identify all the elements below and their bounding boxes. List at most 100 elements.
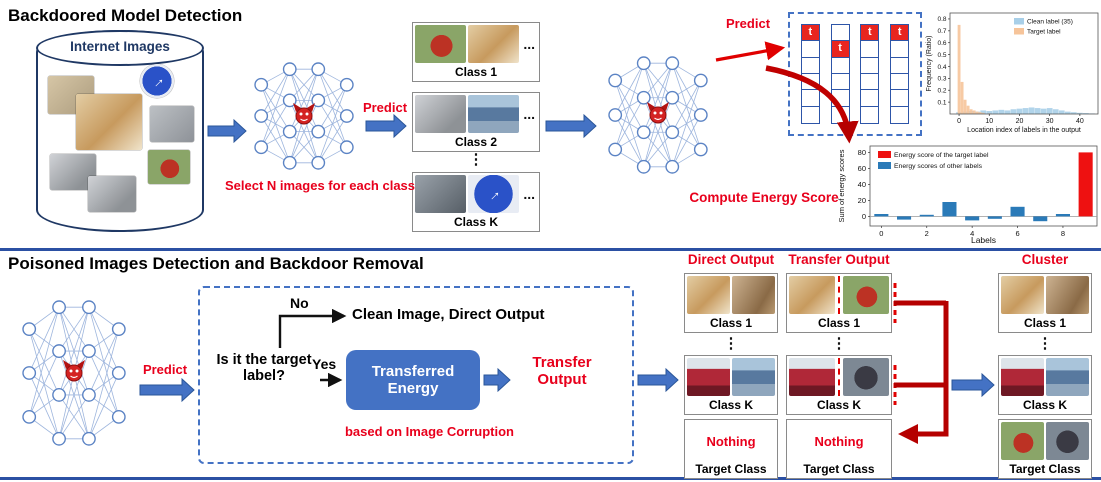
target-label-cell: t [861, 25, 879, 42]
dog-image [76, 94, 142, 150]
temple-image [1046, 358, 1089, 396]
transfer-class-k-thumbs [789, 358, 889, 396]
label-cell [891, 74, 909, 91]
corruption-divider [838, 276, 840, 314]
dog2-image [732, 276, 775, 314]
vertical-ellipsis-transfer: ⋮ [831, 335, 847, 352]
ship-image [687, 358, 730, 396]
svg-text:Sum of energy scores: Sum of energy scores [837, 149, 846, 222]
flow-arrow-transfer-to-cluster [951, 372, 995, 398]
direct-class-1-label: Class 1 [709, 316, 753, 330]
section-divider [0, 248, 1101, 251]
vertical-ellipsis-top: ⋮ [468, 151, 484, 168]
transfer-class-1-box: Class 1 [786, 273, 892, 333]
label-cell [801, 58, 819, 74]
svg-text:Energy scores of other labels: Energy scores of other labels [894, 163, 983, 170]
internet-images-cylinder: Internet Images [36, 30, 204, 232]
transfer-nothing-label: Nothing [814, 433, 864, 449]
cluster-class-k-images [999, 356, 1091, 398]
direct-class-k-images [685, 356, 777, 398]
cluster-class-1-thumbs [1001, 276, 1089, 314]
clean-image-direct-output-label: Clean Image, Direct Output [352, 306, 545, 323]
target-label-question: Is it the target label? [216, 352, 312, 384]
label-cell [831, 74, 849, 91]
cluster-class-k-box: Class K [998, 355, 1092, 415]
transfer-bracket-arrow [898, 301, 949, 444]
svg-text:0.3: 0.3 [937, 76, 946, 83]
svg-text:10: 10 [985, 118, 993, 125]
predict-arrow-red [715, 41, 786, 62]
cluster-header: Cluster [1021, 252, 1069, 267]
sign-image [468, 175, 520, 213]
direct-class-k-box: Class K [684, 355, 778, 415]
label-cell [832, 107, 849, 123]
transfer-class-1-label: Class 1 [817, 316, 861, 330]
target-label-cell: t [801, 25, 819, 42]
backdoor-devil-icon [63, 360, 85, 382]
cylinder-label: Internet Images [70, 39, 170, 54]
svg-text:40: 40 [1076, 118, 1084, 125]
backdoored-model-nn-1 [254, 62, 354, 170]
label-cell [802, 107, 819, 123]
svg-text:Energy score of the target lab: Energy score of the target label [894, 152, 989, 159]
direct-nothing-label: Nothing [706, 433, 756, 449]
bird-image [1001, 422, 1044, 460]
transfer-class-k-box: Class K [786, 355, 892, 415]
svg-text:0.1: 0.1 [937, 99, 946, 106]
vertical-ellipsis-cluster: ⋮ [1037, 335, 1053, 352]
wolf-image [415, 95, 467, 133]
bird-image [148, 150, 190, 184]
class-2-box: ... Class 2 [412, 92, 540, 152]
class-1-box: ... Class 1 [412, 22, 540, 82]
direct-class-1-images [685, 274, 777, 316]
transfer-class-k-images [787, 356, 891, 398]
class-k-label: Class K [453, 215, 499, 229]
label-cell [831, 90, 849, 107]
ellipsis: ... [523, 106, 535, 122]
transferred-energy-box: Transferred Energy [346, 350, 480, 410]
direct-class-1-thumbs [687, 276, 775, 314]
svg-text:0.2: 0.2 [937, 88, 946, 95]
cylinder-images [36, 30, 204, 232]
wolf-image [88, 176, 136, 212]
flow-arrow-decision-to-columns [637, 367, 679, 393]
direct-class-k-label: Class K [708, 398, 754, 412]
svg-text:0: 0 [862, 212, 866, 221]
backdoored-model-nn-2 [608, 56, 708, 174]
label-cell [861, 41, 879, 58]
bottom-section-title: Poisoned Images Detection and Backdoor R… [8, 254, 424, 273]
svg-text:40: 40 [858, 180, 866, 189]
label-cell [891, 90, 909, 107]
predict-label-1: Predict [362, 100, 408, 115]
transfer-output-label: Transfer Output [532, 354, 592, 388]
label-cell [801, 90, 819, 107]
predict-label-3: Predict [142, 362, 188, 377]
class-k-box: ... Class K [412, 172, 540, 232]
svg-text:80: 80 [858, 148, 866, 157]
svg-text:20: 20 [858, 196, 866, 205]
cluster-class-1-box: Class 1 [998, 273, 1092, 333]
compute-energy-label: Compute Energy Score [689, 190, 839, 205]
class-k-images-row: ... [413, 173, 539, 215]
bird-image [843, 276, 889, 314]
svg-text:4: 4 [970, 229, 974, 238]
select-n-images-label: Select N images for each class [224, 178, 416, 193]
temple-image [732, 358, 775, 396]
ellipsis: ... [523, 186, 535, 202]
dog2-image [1046, 276, 1089, 314]
dog-image [687, 276, 730, 314]
svg-text:30: 30 [1046, 118, 1054, 125]
gray-image [150, 106, 194, 142]
fish-image [415, 175, 467, 213]
bird-image [415, 25, 467, 63]
label-cell [831, 25, 849, 42]
backdoor-devil-icon [293, 103, 315, 125]
backdoor-devil-icon [647, 102, 669, 124]
decision-dashed-box [198, 286, 634, 464]
flow-arrow-nn3-to-decision [139, 377, 195, 403]
svg-text:8: 8 [1061, 229, 1065, 238]
label-cell [861, 107, 878, 123]
temple-image [468, 95, 520, 133]
svg-text:Labels: Labels [971, 235, 996, 245]
